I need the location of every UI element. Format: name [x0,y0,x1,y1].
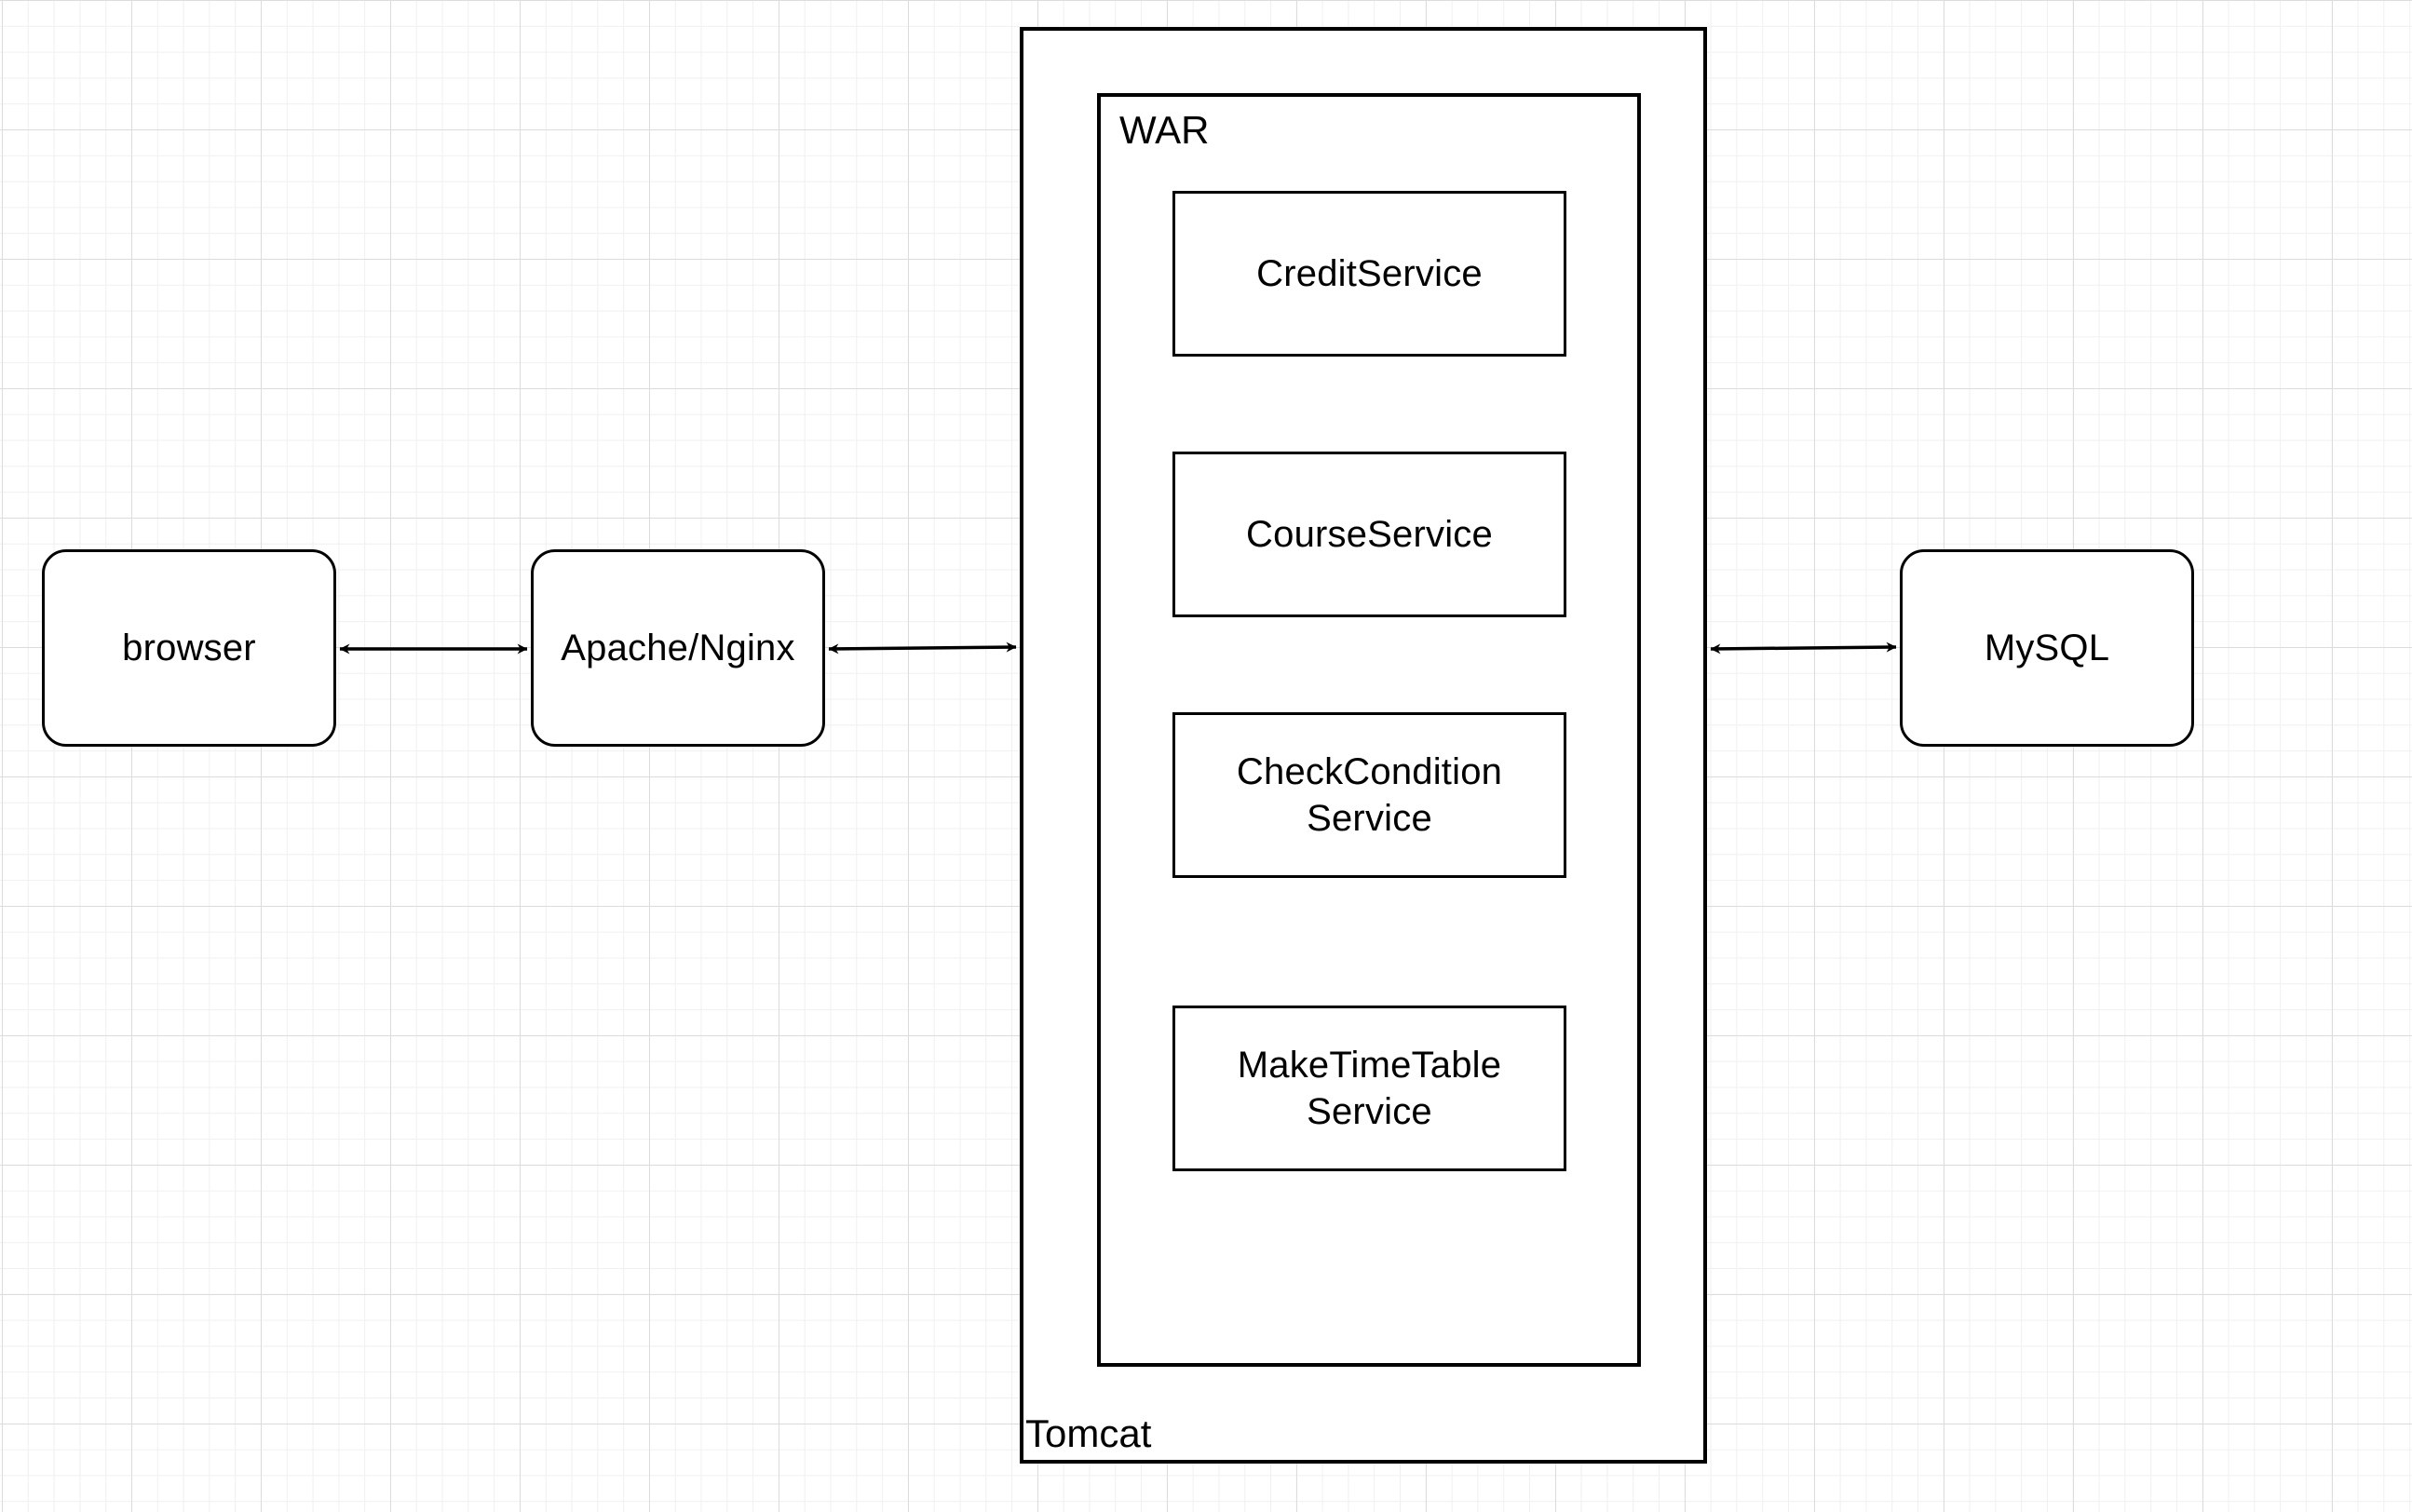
service-make-time-table-label: MakeTimeTable Service [1237,1045,1502,1132]
service-check-condition-label: CheckCondition Service [1236,751,1503,839]
edge-tomcat-mysql[interactable] [1710,641,1897,655]
service-make-time-table[interactable]: MakeTimeTable Service [1172,1006,1566,1171]
service-credit[interactable]: CreditService [1172,191,1566,357]
proxy-label: Apache/Nginx [561,628,795,668]
browser-node[interactable]: browser [42,549,336,747]
service-course[interactable]: CourseService [1172,452,1566,617]
service-credit-label: CreditService [1256,253,1483,294]
browser-label: browser [122,628,256,668]
tomcat-title: Tomcat [1025,1411,1152,1455]
database-node[interactable]: MySQL [1900,549,2194,747]
service-course-label: CourseService [1246,514,1493,555]
edge-proxy-tomcat[interactable] [828,641,1017,655]
service-check-condition[interactable]: CheckCondition Service [1172,712,1566,878]
database-label: MySQL [1984,628,2110,668]
proxy-node[interactable]: Apache/Nginx [531,549,825,747]
war-title: WAR [1119,108,1210,152]
